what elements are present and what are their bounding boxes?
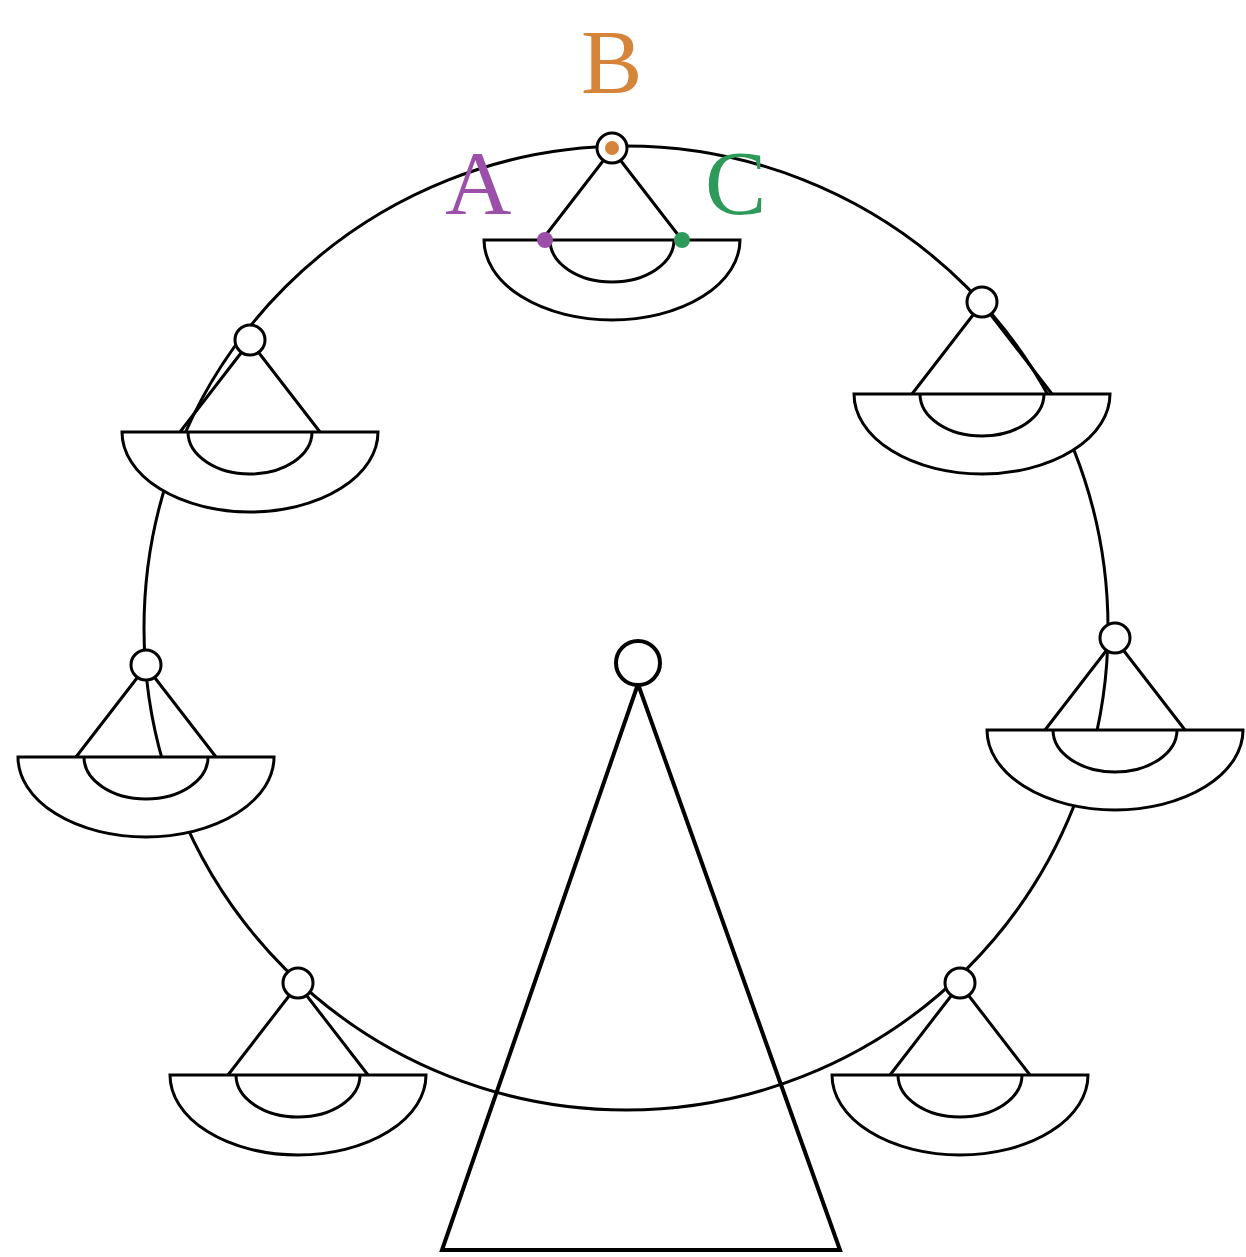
gondola bbox=[122, 325, 378, 512]
support-stand bbox=[442, 684, 840, 1250]
point-marker bbox=[537, 232, 553, 248]
gondola bbox=[832, 968, 1088, 1155]
point-label: C bbox=[705, 137, 766, 229]
gondola bbox=[854, 287, 1110, 474]
gondola bbox=[484, 133, 740, 320]
gondola bbox=[987, 623, 1243, 810]
point-marker bbox=[674, 232, 690, 248]
gondola bbox=[170, 968, 426, 1155]
gondola bbox=[18, 650, 274, 837]
point-label: B bbox=[581, 16, 642, 108]
point-marker bbox=[605, 141, 619, 155]
hub bbox=[616, 641, 660, 685]
point-label: A bbox=[445, 137, 511, 229]
